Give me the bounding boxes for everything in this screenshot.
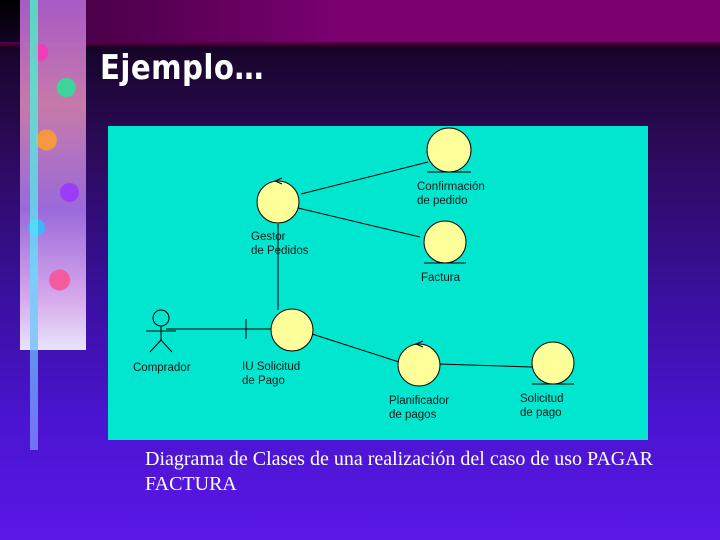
slide-title: Ejemplo… [100, 48, 264, 88]
decorative-stripe [30, 0, 38, 450]
edge-gestor-factura [298, 208, 420, 237]
edge-planificador-solicitud [438, 364, 532, 367]
label-comprador: Comprador [133, 361, 191, 375]
label-iu: IU Solicitud de Pago [242, 360, 300, 388]
title-bar [85, 0, 720, 48]
slide-caption: Diagrama de Clases de una realización de… [145, 447, 665, 497]
class-diagram [108, 126, 648, 440]
label-factura: Factura [421, 271, 460, 285]
label-solicitud: Solicitud de pago [520, 392, 563, 420]
control-icon-gestor [257, 178, 299, 223]
entity-icon-solicitud [532, 342, 574, 384]
boundary-icon-iu [246, 309, 313, 351]
diagram-panel: Confirmación de pedido Gestor de Pedidos… [108, 126, 648, 440]
label-planificador: Planificador de pagos [389, 394, 449, 422]
edge-iu-planificador [312, 334, 399, 362]
actor-icon-comprador [146, 310, 176, 352]
edge-gestor-confirmacion [301, 162, 428, 194]
entity-icon-factura [424, 221, 466, 263]
entity-icon-confirmacion [427, 128, 471, 172]
label-confirmacion: Confirmación de pedido [417, 180, 485, 208]
label-gestor: Gestor de Pedidos [251, 230, 309, 258]
control-icon-planificador [398, 341, 440, 386]
